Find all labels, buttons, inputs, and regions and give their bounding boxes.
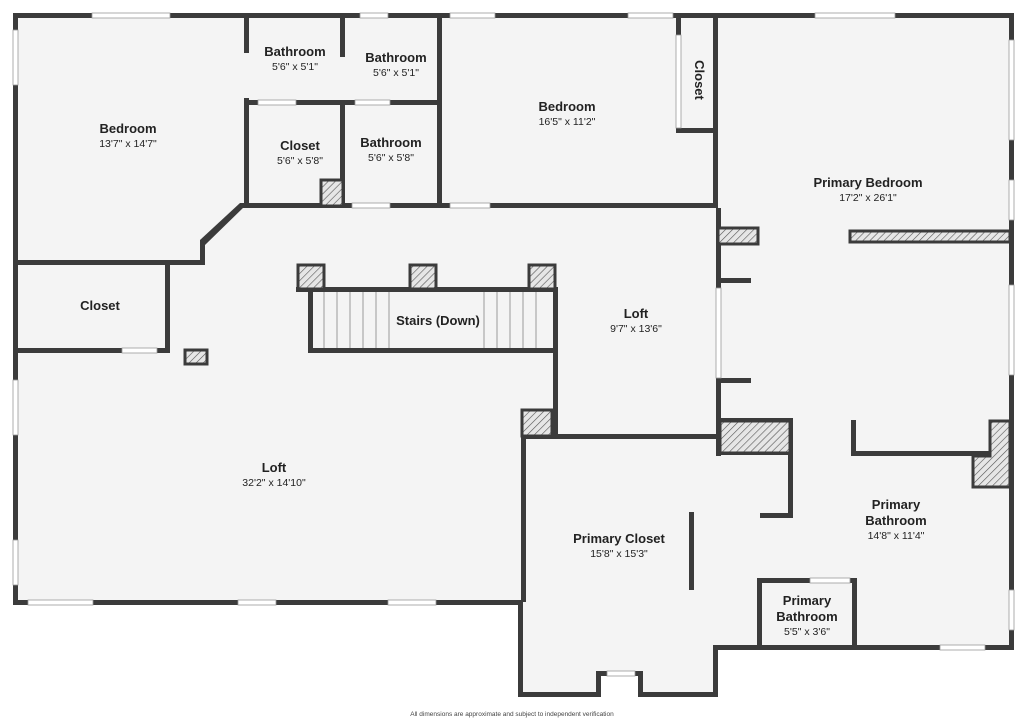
bedroom-left-dim: 13'7" x 14'7" xyxy=(99,138,157,150)
loft-main-dim: 32'2" x 14'10" xyxy=(242,477,306,489)
primary-bathroom-small-name-2: Bathroom xyxy=(776,609,837,624)
room-labels: Bedroom 13'7" x 14'7" Bathroom 5'6" x 5'… xyxy=(80,44,927,638)
closet-small-dim: 5'6" x 5'8" xyxy=(277,155,323,167)
primary-bedroom-dim: 17'2" x 26'1" xyxy=(839,192,897,204)
loft-upper-name: Loft xyxy=(624,306,649,321)
bedroom-mid-name: Bedroom xyxy=(538,99,595,114)
bathroom-3-dim: 5'6" x 5'8" xyxy=(368,152,414,164)
structural-columns xyxy=(183,178,1012,489)
primary-bathroom-dim: 14'8" x 11'4" xyxy=(868,530,925,542)
bedroom-left-name: Bedroom xyxy=(99,121,156,136)
bathroom-3-name: Bathroom xyxy=(360,135,421,150)
closet-small-name: Closet xyxy=(280,138,320,153)
primary-closet-name: Primary Closet xyxy=(573,531,665,546)
closet-left-name: Closet xyxy=(80,298,120,313)
primary-bathroom-small-name-1: Primary xyxy=(783,593,832,608)
stair-treads xyxy=(323,292,537,348)
bathroom-2-name: Bathroom xyxy=(365,50,426,65)
closet-vertical-name: Closet xyxy=(692,60,707,100)
bathroom-1-dim: 5'6" x 5'1" xyxy=(272,61,318,73)
disclaimer: All dimensions are approximate and subje… xyxy=(410,711,614,718)
bathroom-2-dim: 5'6" x 5'1" xyxy=(373,67,419,79)
primary-bathroom-name-1: Primary xyxy=(872,497,921,512)
loft-upper-dim: 9'7" x 13'6" xyxy=(610,323,662,335)
bathroom-1-name: Bathroom xyxy=(264,44,325,59)
primary-bathroom-small-dim: 5'5" x 3'6" xyxy=(784,626,830,638)
primary-bathroom-name-2: Bathroom xyxy=(865,513,926,528)
primary-closet-dim: 15'8" x 15'3" xyxy=(590,548,648,560)
bedroom-mid-dim: 16'5" x 11'2" xyxy=(539,116,596,128)
floor-area xyxy=(15,15,1012,695)
windows xyxy=(12,12,1015,677)
loft-main-name: Loft xyxy=(262,460,287,475)
stairs-name: Stairs (Down) xyxy=(396,313,480,328)
primary-bedroom-name: Primary Bedroom xyxy=(813,175,922,190)
